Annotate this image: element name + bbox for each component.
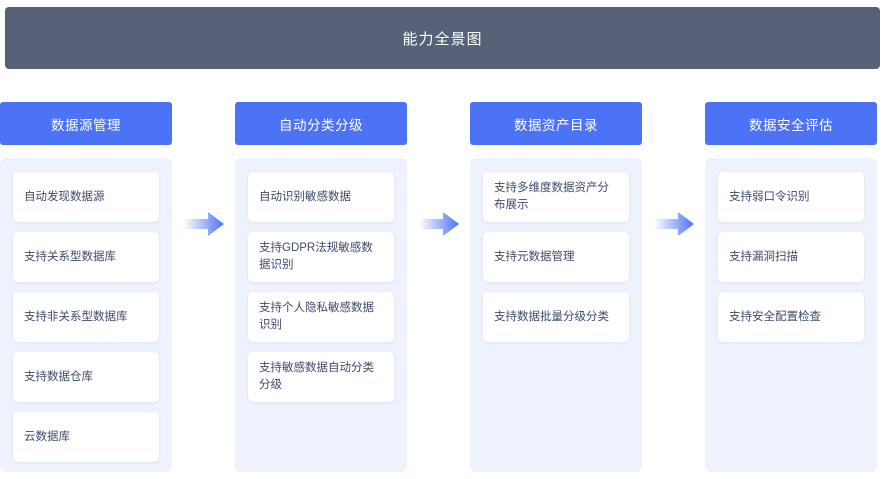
- arrow-slot-2: [407, 102, 470, 474]
- capability-card[interactable]: 云数据库: [13, 412, 159, 462]
- capability-card-label: 支持元数据管理: [494, 250, 575, 263]
- capability-card[interactable]: 支持多维度数据资产分布展示: [483, 172, 629, 222]
- page-title: 能力全景图: [402, 30, 483, 48]
- capability-card[interactable]: 支持敏感数据自动分类分级: [248, 352, 394, 402]
- capability-card[interactable]: 支持非关系型数据库: [13, 292, 159, 342]
- column-header-3[interactable]: 数据安全评估: [705, 102, 877, 145]
- capability-card[interactable]: 自动识别敏感数据: [248, 172, 394, 222]
- capability-card[interactable]: 支持弱口令识别: [718, 172, 864, 222]
- capability-card[interactable]: 自动发现数据源: [13, 172, 159, 222]
- capability-card-label: 自动识别敏感数据: [259, 190, 351, 203]
- capability-columns: 数据源管理 自动发现数据源 支持关系型数据库 支持非关系型数据库 支持数据仓库 …: [0, 102, 885, 474]
- capability-card[interactable]: 支持漏洞扫描: [718, 232, 864, 282]
- capability-card-label: 支持安全配置检查: [729, 310, 821, 323]
- capability-card-label: 支持个人隐私敏感数据识别: [259, 302, 374, 331]
- capability-card[interactable]: 支持GDPR法规敏感数据识别: [248, 232, 394, 282]
- capability-card-label: 支持关系型数据库: [24, 250, 116, 263]
- capability-card-label: 自动发现数据源: [24, 190, 105, 203]
- capability-card-label: 支持多维度数据资产分布展示: [494, 182, 609, 211]
- capability-card-label: 支持非关系型数据库: [24, 310, 128, 323]
- arrow-slot-3: [642, 102, 705, 474]
- column-body-3: 支持弱口令识别 支持漏洞扫描 支持安全配置检查: [705, 158, 877, 472]
- column-header-1[interactable]: 自动分类分级: [235, 102, 407, 145]
- capability-column-auto-classification: 自动分类分级 自动识别敏感数据 支持GDPR法规敏感数据识别 支持个人隐私敏感数…: [235, 102, 407, 472]
- arrow-right-icon: [653, 211, 694, 237]
- capability-card-label: 支持敏感数据自动分类分级: [259, 362, 374, 391]
- capability-card[interactable]: 支持元数据管理: [483, 232, 629, 282]
- capability-card-label: 云数据库: [24, 430, 70, 443]
- capability-card-label: 支持漏洞扫描: [729, 250, 798, 263]
- column-body-2: 支持多维度数据资产分布展示 支持元数据管理 支持数据批量分级分类: [470, 158, 642, 472]
- capability-card[interactable]: 支持数据仓库: [13, 352, 159, 402]
- capability-column-data-security-assessment: 数据安全评估 支持弱口令识别 支持漏洞扫描 支持安全配置检查: [705, 102, 877, 472]
- capability-card-label: 支持数据仓库: [24, 370, 93, 383]
- capability-column-data-asset-catalog: 数据资产目录 支持多维度数据资产分布展示 支持元数据管理 支持数据批量分级分类: [470, 102, 642, 472]
- arrow-right-icon: [183, 211, 224, 237]
- capability-card-label: 支持弱口令识别: [729, 190, 810, 203]
- column-header-0[interactable]: 数据源管理: [0, 102, 172, 145]
- column-body-1: 自动识别敏感数据 支持GDPR法规敏感数据识别 支持个人隐私敏感数据识别 支持敏…: [235, 158, 407, 472]
- capability-column-data-source-management: 数据源管理 自动发现数据源 支持关系型数据库 支持非关系型数据库 支持数据仓库 …: [0, 102, 172, 472]
- capability-card[interactable]: 支持个人隐私敏感数据识别: [248, 292, 394, 342]
- capability-card-label: 支持GDPR法规敏感数据识别: [259, 242, 373, 271]
- arrow-right-icon: [418, 211, 459, 237]
- arrow-slot-1: [172, 102, 235, 474]
- capability-card[interactable]: 支持安全配置检查: [718, 292, 864, 342]
- column-header-2[interactable]: 数据资产目录: [470, 102, 642, 145]
- page-title-banner: 能力全景图: [5, 7, 880, 69]
- column-body-0: 自动发现数据源 支持关系型数据库 支持非关系型数据库 支持数据仓库 云数据库: [0, 158, 172, 472]
- capability-card[interactable]: 支持数据批量分级分类: [483, 292, 629, 342]
- capability-card-label: 支持数据批量分级分类: [494, 310, 609, 323]
- capability-card[interactable]: 支持关系型数据库: [13, 232, 159, 282]
